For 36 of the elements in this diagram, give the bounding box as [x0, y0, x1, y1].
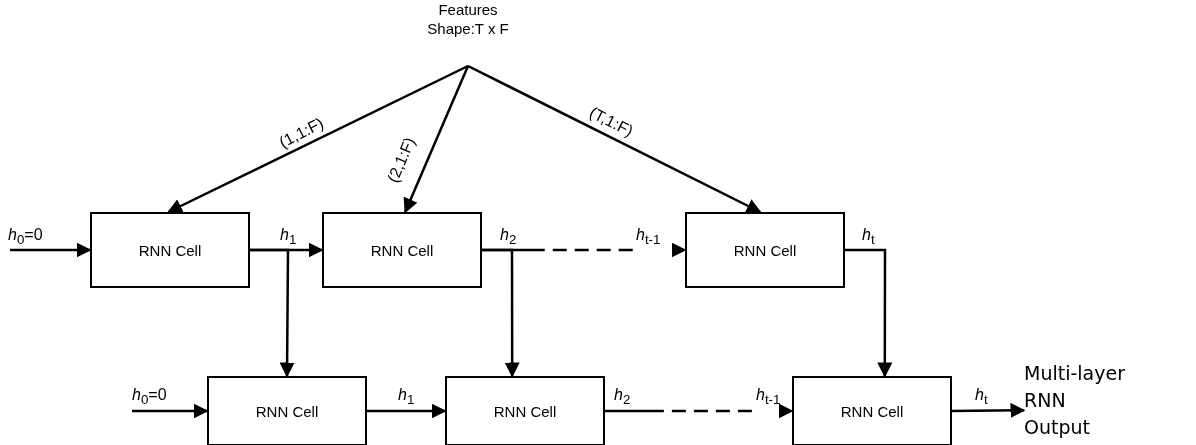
state-label: h$_{t-1}$ — [636, 226, 661, 248]
cell-label: RNN Cell — [733, 241, 797, 259]
edge-label: h$_{0}$=0 — [132, 386, 167, 408]
edge-label: h$_{1}$ — [280, 226, 297, 248]
arrow — [845, 248, 893, 378]
edge-label: h$_{2}$ — [614, 386, 631, 408]
cell-label: RNN Cell — [255, 402, 319, 420]
edge-label: h$_{0}$=0 — [8, 226, 43, 248]
edge-label: h$_{t}$ — [862, 226, 875, 248]
arrow — [167, 64, 469, 214]
rnn-cell-box — [322, 212, 482, 288]
shape-label: Shape:T x F — [427, 19, 509, 38]
features-label: Features — [438, 0, 498, 19]
rnn-cell-box — [207, 376, 367, 445]
arrow — [403, 65, 470, 214]
rnn-cell-box — [90, 212, 250, 288]
cell-label: RNN Cell — [138, 241, 202, 259]
arrow — [10, 242, 92, 258]
cell-label: RNN Cell — [493, 402, 557, 420]
arrow — [605, 403, 794, 419]
arrow — [467, 64, 762, 214]
arrow — [952, 402, 1026, 418]
arrow — [250, 248, 295, 378]
rnn-cell-box — [685, 212, 845, 288]
arrow — [132, 403, 209, 419]
rnn-cell-box — [445, 376, 605, 445]
state-label: h$_{t-1}$ — [756, 386, 781, 408]
cell-label: RNN Cell — [370, 241, 434, 259]
output-label: Multi-layer RNN Output — [1024, 361, 1126, 440]
edge-label: h$_{1}$ — [398, 386, 415, 408]
arrow — [482, 248, 520, 378]
edge-label: h$_{t}$ — [975, 386, 988, 408]
edge-label: h$_{2}$ — [500, 226, 517, 248]
cell-label: RNN Cell — [840, 402, 904, 420]
rnn-cell-box — [792, 376, 952, 445]
arrow — [367, 403, 447, 419]
